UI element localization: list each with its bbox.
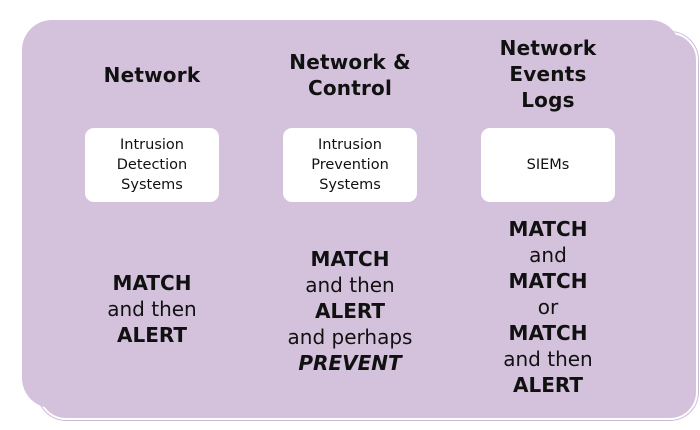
outcome-line: MATCH bbox=[508, 321, 588, 345]
column-heading: Network Events Logs bbox=[453, 35, 643, 113]
outcome-line: ALERT bbox=[512, 373, 584, 397]
column-heading: Network & Control bbox=[255, 49, 445, 101]
system-label: Intrusion Detection Systems bbox=[116, 137, 188, 193]
system-box: Intrusion Prevention Systems bbox=[283, 128, 417, 202]
outcome-line: MATCH bbox=[508, 217, 588, 241]
heading-line: Network & bbox=[289, 50, 411, 74]
heading-line: Network bbox=[103, 63, 201, 87]
outcome-line: and then bbox=[107, 297, 197, 321]
outcome-line: and then bbox=[503, 347, 593, 371]
heading-line: Logs bbox=[521, 88, 575, 112]
system-label: Intrusion Prevention Systems bbox=[311, 137, 389, 193]
system-box: SIEMs bbox=[481, 128, 615, 202]
outcome-line: MATCH bbox=[112, 271, 192, 295]
outcome-line: PREVENT bbox=[298, 351, 402, 375]
heading-line: Control bbox=[307, 76, 393, 100]
outcome-line: ALERT bbox=[314, 299, 386, 323]
outcome-text: MATCH and then ALERT bbox=[57, 270, 247, 348]
outcome-line: and bbox=[529, 243, 567, 267]
outcome-line: and then bbox=[305, 273, 395, 297]
system-box: Intrusion Detection Systems bbox=[85, 128, 219, 202]
outcome-line: MATCH bbox=[508, 269, 588, 293]
heading-line: Events bbox=[509, 62, 587, 86]
outcome-text: MATCH and then ALERT and perhaps PREVENT bbox=[255, 246, 445, 376]
heading-line: Network bbox=[499, 36, 597, 60]
outcome-line: and perhaps bbox=[287, 325, 413, 349]
outcome-text: MATCH and MATCH or MATCH and then ALERT bbox=[453, 216, 643, 398]
outcome-line: or bbox=[537, 295, 559, 319]
outcome-line: MATCH bbox=[310, 247, 390, 271]
outcome-line: ALERT bbox=[116, 323, 188, 347]
column-heading: Network bbox=[57, 62, 247, 88]
main-panel bbox=[22, 20, 680, 408]
system-label: SIEMs bbox=[526, 157, 570, 173]
